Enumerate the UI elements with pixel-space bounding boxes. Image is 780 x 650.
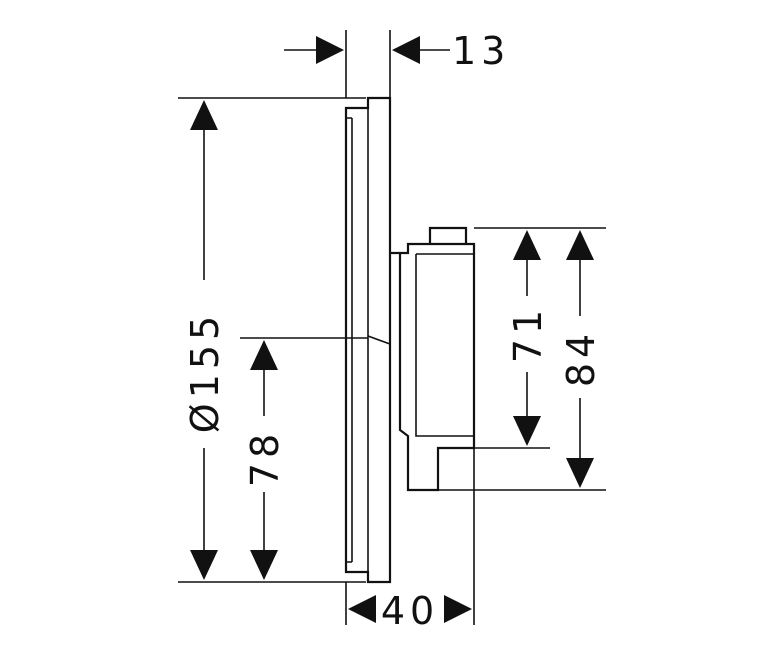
housing-body [390,242,476,492]
dimension-diameter: Ø155 [183,100,227,580]
housing-top-cap [428,226,468,244]
extension-lines [178,30,606,625]
dim-body-upper-label: 71 [506,305,550,363]
dim-body-total-label: 84 [559,329,603,387]
dim-plate-thickness-label: 13 [452,29,510,73]
part-outline [344,96,476,584]
dimension-plate-thickness: 13 [284,29,510,73]
dimension-body-depth: 40 [348,589,472,633]
cover-plate-inner [346,108,369,572]
dim-body-depth-label: 40 [381,589,439,633]
dimension-center-height: 78 [243,340,287,580]
dimension-body-upper: 71 [506,230,550,446]
housing-inner [415,253,474,437]
dimension-body-total: 84 [559,230,603,488]
dim-diameter-label: Ø155 [183,311,227,433]
plate-split [352,335,391,345]
dim-center-height-label: 78 [243,429,287,487]
